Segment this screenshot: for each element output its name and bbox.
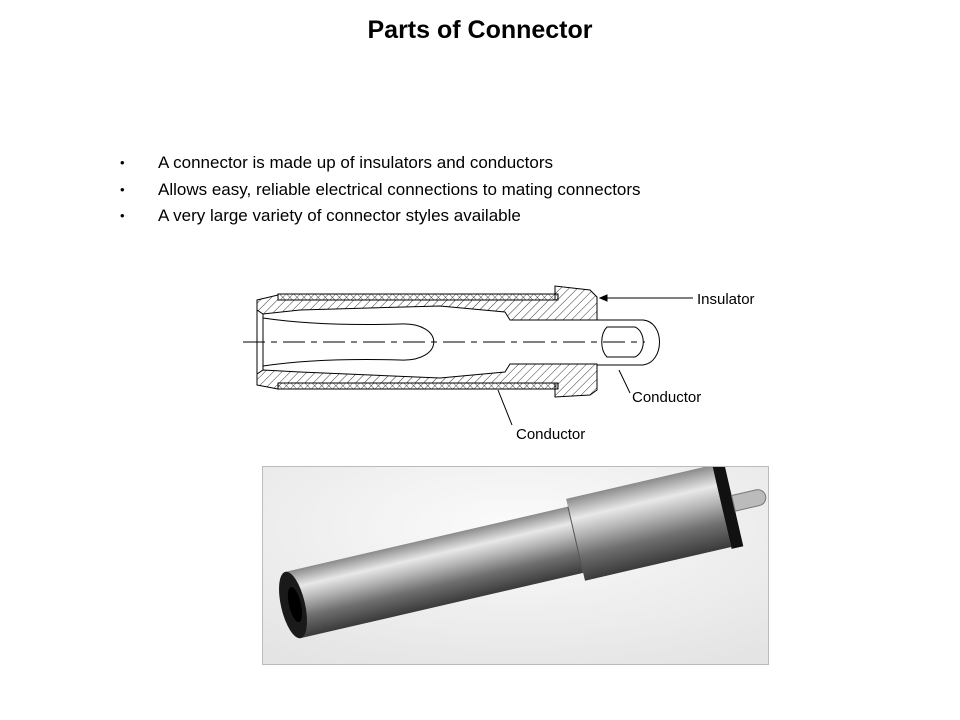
conductor-sleeve-label: Conductor [516, 426, 585, 443]
bullet-item: • A very large variety of connector style… [120, 203, 641, 230]
bullet-item: • Allows easy, reliable electrical connec… [120, 177, 641, 204]
conductor-sleeve-leader [497, 389, 513, 426]
bullet-icon: • [120, 181, 125, 197]
connector-photo [262, 466, 769, 665]
arrowhead-icon [598, 294, 608, 302]
conductor-pin-leader [618, 369, 631, 394]
conductor-pin [597, 319, 660, 366]
bullet-text: A connector is made up of insulators and… [158, 153, 554, 172]
bullet-item: • A connector is made up of insulators an… [120, 150, 641, 177]
insulator-body-lower [256, 363, 598, 398]
connector-cross-section-diagram: Insulator Conductor Conductor [243, 285, 755, 443]
bullet-icon: • [120, 155, 125, 170]
conductor-pin-label: Conductor [632, 389, 701, 406]
bullet-text: Allows easy, reliable electrical connect… [158, 179, 641, 199]
insulator-label: Insulator [697, 291, 755, 308]
insulator-body-upper [256, 285, 598, 321]
bullet-icon: • [120, 208, 125, 223]
connector-photo-image [263, 467, 768, 664]
bullet-list: • A connector is made up of insulators an… [120, 150, 641, 230]
bullet-text: A very large variety of connector styles… [158, 206, 521, 225]
outer-sleeve-top [277, 293, 559, 301]
slide-title: Parts of Connector [367, 16, 593, 44]
outer-sleeve-bottom [277, 382, 559, 390]
